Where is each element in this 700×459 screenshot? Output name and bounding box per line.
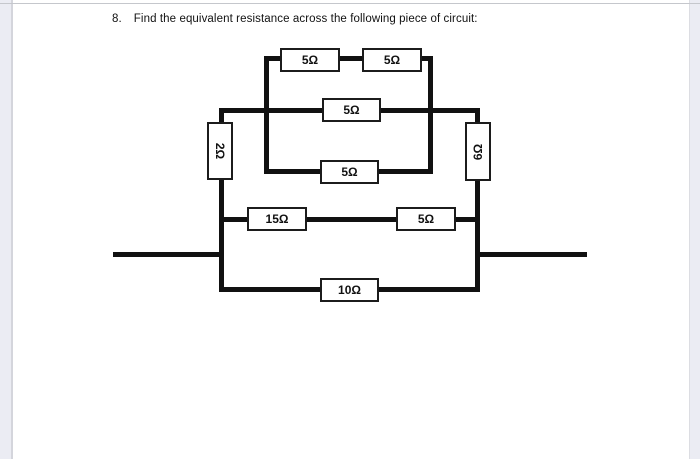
resistor-right-side: 6Ω (465, 122, 491, 181)
wire-top-branch (264, 56, 433, 61)
resistor-label: 5Ω (417, 212, 435, 226)
wire-right-terminal (475, 252, 587, 257)
resistor-lower-series-1: 15Ω (247, 207, 307, 231)
resistor-top-series-1: 5Ω (280, 48, 340, 72)
wire-left-outer-vertical (219, 108, 224, 292)
resistor-bottom-parallel: 10Ω (320, 278, 379, 302)
wire-inner-left-vertical (264, 56, 269, 174)
wire-lower-series-branch (219, 217, 480, 222)
top-divider-line (0, 3, 700, 4)
question-title: 8. Find the equivalent resistance across… (112, 13, 478, 25)
question-number: 8. (112, 13, 122, 25)
resistor-inner-lower-parallel: 5Ω (320, 160, 379, 184)
resistor-label: 5Ω (341, 165, 358, 179)
resistor-label: 2Ω (212, 142, 227, 160)
resistor-label: 6Ω (470, 143, 485, 160)
resistor-label: 5Ω (383, 53, 401, 67)
resistor-top-series-2: 5Ω (362, 48, 422, 72)
question-text: Find the equivalent resistance across th… (133, 13, 478, 25)
resistor-label: 5Ω (343, 103, 360, 117)
resistor-middle-parallel: 5Ω (322, 98, 381, 122)
left-page-margin (0, 0, 13, 459)
resistor-left-side: 2Ω (207, 122, 233, 180)
wire-right-outer-vertical (475, 108, 480, 292)
wire-inner-right-vertical (428, 56, 433, 174)
resistor-label: 15Ω (265, 212, 289, 226)
wire-left-terminal (113, 252, 224, 257)
right-page-margin (689, 0, 700, 459)
resistor-label: 10Ω (338, 283, 361, 297)
resistor-label: 5Ω (301, 53, 319, 67)
resistor-lower-series-2: 5Ω (396, 207, 456, 231)
